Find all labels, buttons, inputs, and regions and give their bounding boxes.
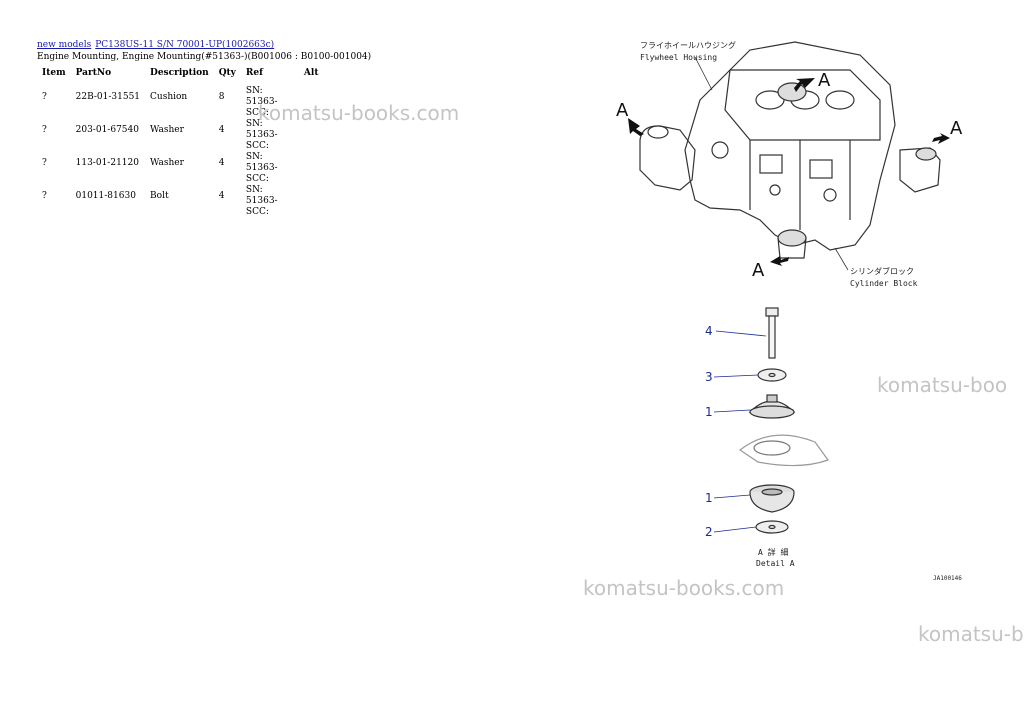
engine-block-illustration bbox=[639, 41, 941, 259]
cell-qty: 4 bbox=[218, 191, 225, 201]
table-row: ? 203-01-67540 Washer 4 SN: 51363-SCC: bbox=[37, 119, 323, 152]
detail-a-en-label: Detail A bbox=[756, 559, 795, 568]
marker-a-left: A bbox=[616, 100, 629, 121]
flywheel-housing-jp-label: フライホイールハウジング bbox=[640, 40, 736, 50]
watermark: komatsu-books.com bbox=[583, 576, 785, 600]
table-row: ? 113-01-21120 Washer 4 SN: 51363-SCC: bbox=[37, 152, 323, 185]
cell-description: Washer bbox=[150, 125, 184, 135]
marker-a-right: A bbox=[950, 118, 963, 139]
cell-alt bbox=[299, 185, 324, 218]
cell-partno: 22B-01-31551 bbox=[75, 92, 141, 102]
cell-qty: 4 bbox=[218, 125, 225, 135]
watermark: komatsu-b bbox=[918, 622, 1024, 646]
cell-item: ? bbox=[42, 191, 47, 201]
page-subtitle: Engine Mounting, Engine Mounting(#51363-… bbox=[37, 52, 372, 62]
callout-1-upper: 1 bbox=[705, 405, 713, 419]
cell-ref: SN: 51363-SCC: bbox=[245, 185, 278, 217]
header-partno: PartNo bbox=[75, 68, 112, 78]
callout-4: 4 bbox=[705, 324, 713, 338]
breadcrumb-link-new-models[interactable]: new models bbox=[37, 40, 92, 50]
marker-a-top: A bbox=[818, 70, 831, 91]
watermark: komatsu-boo bbox=[877, 373, 1008, 397]
cell-ref: SN: 51363-SCC: bbox=[245, 152, 278, 184]
cylinder-block-jp-label: シリンダブロック bbox=[850, 266, 914, 276]
cell-partno: 01011-81630 bbox=[75, 191, 136, 201]
header-qty: Qty bbox=[218, 68, 236, 78]
cell-qty: 4 bbox=[218, 158, 225, 168]
cell-description: Washer bbox=[150, 158, 184, 168]
watermark: komatsu-books.com bbox=[258, 101, 460, 125]
cell-ref: SN: 51363-SCC: bbox=[245, 119, 278, 151]
cell-description: Cushion bbox=[150, 92, 188, 102]
parts-diagram: A A A A フライホイールハウジング Flywheel Housing シリ… bbox=[616, 40, 963, 582]
callout-1-lower: 1 bbox=[705, 491, 713, 505]
table-header-row: Item PartNo Description Qty Ref Alt bbox=[37, 66, 323, 86]
table-row: ? 22B-01-31551 Cushion 8 SN: 51363-SCC: bbox=[37, 86, 323, 119]
cylinder-block-en-label: Cylinder Block bbox=[850, 279, 918, 288]
cell-ref: SN: 51363-SCC: bbox=[245, 86, 278, 118]
detail-a-jp-label: A 詳 細 bbox=[758, 547, 788, 557]
mount-arrows bbox=[628, 78, 950, 266]
detail-a-exploded-view bbox=[738, 307, 829, 534]
marker-a-bottom: A bbox=[752, 260, 765, 281]
breadcrumb-link-model[interactable]: PC138US-11 S/N 70001-UP(1002663c) bbox=[95, 40, 275, 50]
drawing-code: JA100146 bbox=[933, 575, 962, 582]
cell-partno: 113-01-21120 bbox=[75, 158, 139, 168]
header-description: Description bbox=[150, 68, 209, 78]
header-ref: Ref bbox=[245, 68, 263, 78]
header-item: Item bbox=[42, 68, 66, 78]
cell-item: ? bbox=[42, 158, 47, 168]
parts-table: Item PartNo Description Qty Ref Alt ? 22… bbox=[37, 66, 323, 218]
cell-partno: 203-01-67540 bbox=[75, 125, 139, 135]
flywheel-housing-en-label: Flywheel Housing bbox=[640, 53, 717, 62]
cell-qty: 8 bbox=[218, 92, 225, 102]
callout-2: 2 bbox=[705, 525, 713, 539]
header-alt: Alt bbox=[303, 68, 319, 78]
cell-description: Bolt bbox=[150, 191, 169, 201]
callout-3: 3 bbox=[705, 370, 713, 384]
cell-alt bbox=[299, 152, 324, 185]
cell-item: ? bbox=[42, 92, 47, 102]
table-row: ? 01011-81630 Bolt 4 SN: 51363-SCC: bbox=[37, 185, 323, 218]
cell-item: ? bbox=[42, 125, 47, 135]
